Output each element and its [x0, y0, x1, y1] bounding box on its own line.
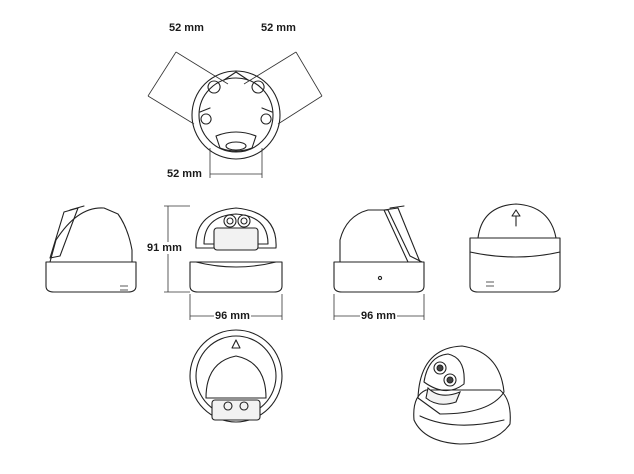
base-top-view [191, 70, 281, 160]
camera-right-side-view [333, 205, 425, 293]
camera-front-down-view [189, 329, 283, 423]
dimension-label-bracket-right: 52 mm [260, 22, 297, 34]
camera-isometric-view [413, 345, 511, 445]
camera-front-view [189, 207, 283, 293]
bracket-dimension-lines [147, 51, 323, 178]
dimension-label-bracket-left: 52 mm [168, 22, 205, 34]
dimension-label-height: 91 mm [146, 242, 183, 254]
dimension-label-width-front: 96 mm [214, 310, 251, 322]
camera-left-side-view [45, 205, 137, 293]
camera-back-view [469, 203, 561, 293]
dimension-label-bracket-bottom: 52 mm [166, 168, 203, 180]
front-dimension-lines [164, 205, 283, 320]
dimension-label-width-side: 96 mm [360, 310, 397, 322]
